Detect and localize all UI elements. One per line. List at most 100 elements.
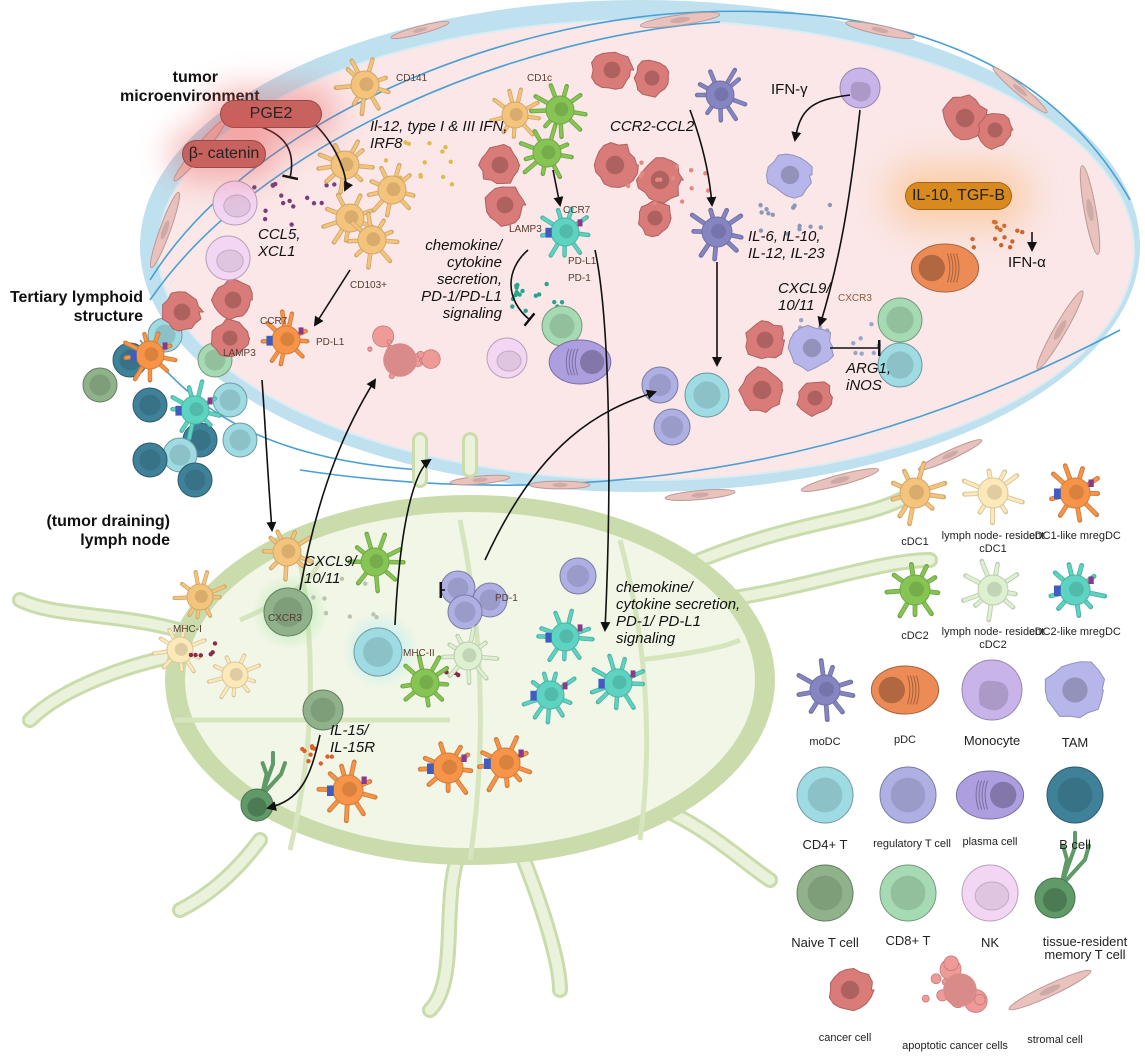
stromal-cell — [664, 489, 736, 501]
legend-icon-b-cell — [1046, 766, 1104, 824]
arrow-cdc2-to-mregdc — [552, 169, 564, 207]
stromal-cell — [1079, 165, 1101, 255]
lamp3-label-2: LAMP3 — [223, 348, 256, 359]
naive-t-cell — [302, 689, 344, 731]
ln-chemokine-secretion-label: chemokine/ cytokine secretion, PD-1/ PD-… — [616, 579, 741, 647]
cancer-cell — [638, 200, 672, 238]
ccr7-label-2: CCR7 — [260, 316, 288, 327]
stromal-cell — [1036, 290, 1084, 370]
nk-cell — [212, 180, 258, 226]
arrow-cd4-to-tumor — [394, 458, 432, 626]
regulatory-t-cell — [653, 408, 691, 446]
tumor-microenvironment-title: tumor microenvironment — [120, 69, 260, 105]
pd-l1-label: PD-L1 — [568, 256, 597, 267]
ln-cxcl9-dots — [311, 576, 379, 620]
monocyte-cell — [839, 67, 881, 109]
arrow-to-tam — [817, 109, 861, 327]
legend-label: lymph node- resident cDC1 — [941, 530, 1045, 555]
cxcl9-label: CXCL9/ 10/11 — [778, 280, 831, 314]
legend-label: apoptotic cancer cells — [902, 1040, 1008, 1052]
cdc1-cell — [366, 162, 416, 218]
cancer-cell — [633, 59, 670, 98]
tls-b-cell — [132, 442, 168, 478]
cd8-t-cell — [541, 305, 583, 347]
ln-cxcr3-label: CXCR3 — [268, 613, 302, 624]
ln-cxcl9-label: CXCL9/ 10/11 — [304, 553, 357, 587]
ln-resident-cdc1-cell — [206, 653, 262, 700]
beta-catenin-pill: β- catenin — [182, 140, 266, 168]
arrow-ln-to-tumor — [299, 378, 377, 591]
ln-resident-cdc1-cell — [151, 624, 207, 674]
mhc1-dots — [188, 641, 218, 658]
cd4-t-cell — [353, 627, 403, 677]
il12-dots — [383, 140, 455, 189]
legend-icon-tissue-resident-memory-t-cell — [1034, 830, 1091, 919]
stromal-cell — [449, 474, 511, 486]
lamp3-label: LAMP3 — [509, 224, 542, 235]
ln-resident-cdc2-cell — [440, 625, 500, 686]
legend-label: moDC — [809, 736, 841, 748]
legend-label: cDC1-like mregDC — [1029, 530, 1121, 542]
legend-icon-cd8-t — [879, 864, 937, 922]
legend-label: regulatory T cell — [873, 838, 951, 850]
cd8-t-cell — [877, 297, 923, 343]
cdc2-cell — [529, 83, 588, 140]
legend-icon-nk — [961, 864, 1019, 922]
legend-icon-monocyte — [961, 659, 1023, 721]
cdc1-like-mregdc-cell — [477, 735, 533, 793]
legend-icon-pdc — [870, 665, 940, 715]
modc-cell — [694, 67, 748, 123]
legend-icon-cd4-t — [796, 766, 854, 824]
cdc2-like-mregdc-cell — [536, 608, 595, 663]
ccl5-xcl1-label: CCL5, XCL1 — [258, 226, 301, 260]
legend-label: cDC1 — [901, 536, 929, 548]
legend-label: plasma cell — [962, 836, 1018, 848]
cdc2-like-mregdc-cell — [521, 671, 577, 725]
legend-label: NK — [980, 935, 1000, 950]
il-list-label: IL-6, IL-10, IL-12, IL-23 — [748, 228, 825, 262]
stromal-cell — [390, 20, 450, 40]
cdc1-cell — [316, 139, 375, 195]
tls-mregdc — [123, 331, 178, 383]
il-dots — [758, 202, 833, 237]
modc-cell — [689, 207, 744, 262]
pd-1-label: PD-1 — [568, 273, 591, 284]
legend-icon-stromal-cell — [1008, 969, 1092, 1011]
ccr7-label: CCR7 — [563, 205, 591, 216]
tls-cd4-t — [162, 437, 198, 473]
legend-icon-cdc2 — [884, 561, 941, 619]
tls-title: Tertiary lymphoid structure — [9, 289, 143, 325]
apoptotic-cancer-cells — [367, 325, 441, 380]
cdc1-like-mregdc-cell — [260, 309, 310, 367]
cdc1-cell — [489, 87, 541, 139]
cdc2-cell — [518, 123, 574, 180]
il12-ifn-label: Il-12, type I & III IFN, IRF8 — [370, 118, 508, 152]
cdc1-cell — [333, 57, 391, 117]
cancer-cell — [738, 366, 784, 413]
legend-icon-apoptotic-cancer-cells — [921, 955, 988, 1013]
pge2-pill: PGE2 — [220, 100, 322, 128]
cdc2-cell — [400, 654, 450, 708]
legend-icon-cdc1 — [890, 460, 948, 527]
trm-cell — [240, 750, 287, 822]
tls-b-cell — [177, 462, 213, 498]
legend-label: CD8+ T — [885, 933, 931, 948]
arg1-inos-label: ARG1, iNOS — [846, 360, 892, 394]
tam-cell — [766, 153, 813, 199]
inhibition-beta-catenin — [254, 124, 299, 181]
cd141-label: CD141 — [396, 73, 428, 84]
chemokine-secretion-label: chemokine/ cytokine secretion, PD-1/PD-L… — [421, 237, 502, 322]
legend-icon-cdc1-like-mregdc — [1049, 463, 1101, 523]
stromal-cell — [529, 480, 591, 490]
cancer-cell — [210, 318, 251, 358]
stromal-cell — [845, 20, 915, 40]
legend-label: cDC2 — [901, 630, 929, 642]
cxcr3-label: CXCR3 — [838, 293, 872, 304]
tls-b-cell — [132, 387, 168, 423]
cancer-cell — [211, 278, 253, 321]
cdc1-like-mregdc-cell — [316, 759, 378, 824]
legend-icon-regulatory-t-cell — [879, 766, 937, 824]
cd4-t-cell — [877, 342, 923, 388]
